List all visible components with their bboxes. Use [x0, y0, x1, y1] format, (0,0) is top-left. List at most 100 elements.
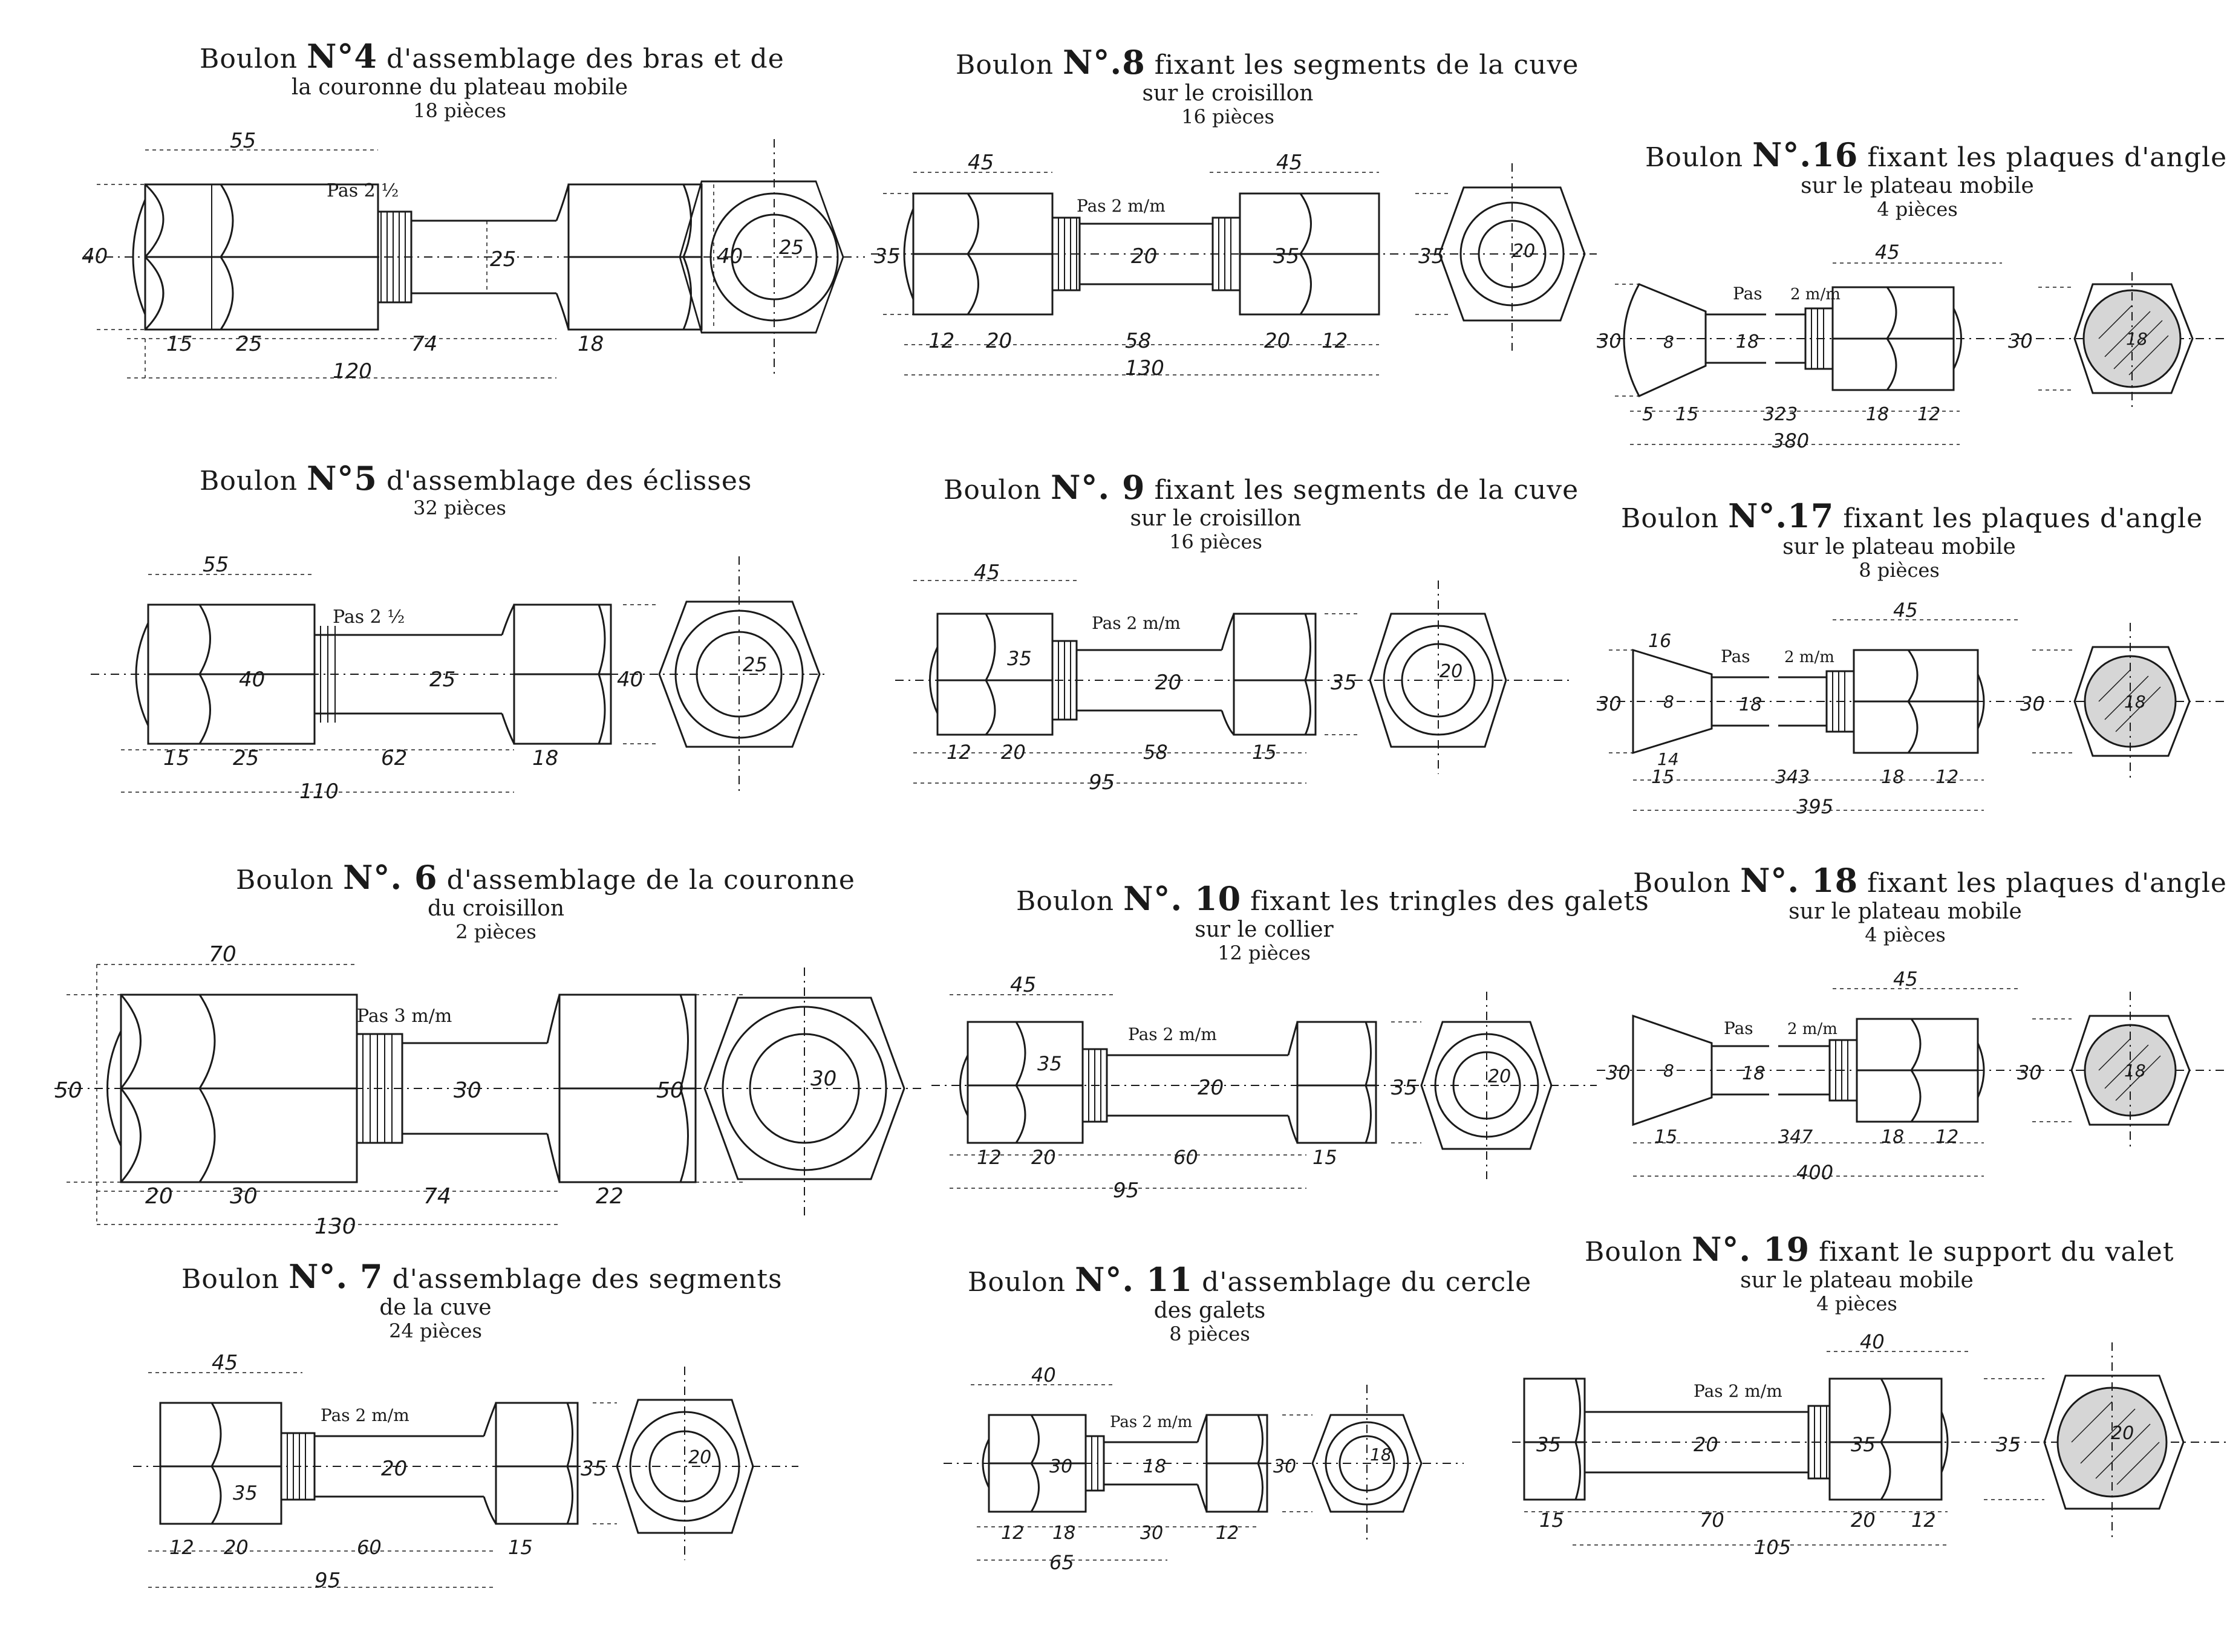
bolt-18-nut-length: 45 — [1893, 967, 1918, 990]
bolt-label: Boulon — [236, 865, 334, 896]
bolt-5-total: 110 — [299, 779, 339, 804]
bolt-4-shank: 74 — [411, 332, 437, 356]
bolt-16-dim-c: 323 — [1763, 404, 1798, 425]
bolt-description: d'assemblage du cercle — [1202, 1267, 1532, 1298]
bolt-6-head-height: 50 — [656, 1078, 684, 1103]
bolt-description: d'assemblage de la couronne — [446, 865, 855, 896]
bolt-label: Boulon — [944, 475, 1042, 506]
bolt-count: 16 pièces — [1181, 105, 1274, 129]
bolt-7-head-height: 35 — [581, 1457, 607, 1481]
bolt-8-title: Boulon N°.8 fixant les segments de la cu… — [956, 44, 1578, 129]
bolt-8-head-length: 45 — [968, 151, 994, 175]
bolt-label: Boulon — [1621, 503, 1720, 534]
bolt-10-head-height: 35 — [1391, 1076, 1417, 1100]
bolt-16-nut-height: 30 — [2008, 330, 2033, 353]
bolt-5-thread-dia: 25 — [429, 668, 455, 692]
bolt-label: Boulon — [1016, 886, 1115, 917]
bolt-number: N°. 19 — [1692, 1230, 1810, 1269]
bolt-11-total: 65 — [1049, 1551, 1074, 1574]
bolt-16-dim-d: 18 — [1866, 404, 1889, 425]
bolt-8-nut-r2: 12 — [1322, 329, 1348, 353]
bolt-5-nut-body: 25 — [233, 746, 259, 770]
bolt-9-outer-dia: 35 — [1007, 647, 1032, 670]
bolt-19-title: Boulon N°. 19 fixant le support du valet… — [1585, 1230, 2173, 1315]
bolt-count: 24 pièces — [389, 1319, 482, 1343]
bolt-number: N°. 18 — [1740, 861, 1859, 900]
bolt-description: d'assemblage des bras et de — [386, 44, 784, 74]
bolt-17-pitch: Pas — [1721, 646, 1750, 666]
bolt-18-pitch: Pas — [1724, 1018, 1753, 1038]
bolt-7-outer-dia: 35 — [233, 1481, 258, 1504]
bolt-8-head-length-r: 45 — [1276, 151, 1302, 175]
bolt-11-head-thickness: 12 — [1216, 1523, 1239, 1544]
bolt-6-shank: 74 — [423, 1184, 451, 1209]
bolt-16-drawing: 45 Pas 2 m/m 30 8 18 30 5 15 323 18 12 3… — [1597, 241, 2226, 452]
bolt-5-title: Boulon N°5 d'assemblage des éclisses 32 … — [200, 460, 751, 519]
bolt-17-dim-c: 343 — [1775, 767, 1810, 788]
bolt-5-head-length: 55 — [203, 553, 229, 577]
bolt-10-head-length: 45 — [1010, 973, 1036, 997]
bolt-description-2: des galets — [1153, 1298, 1266, 1324]
bolt-8-hex-dia: 20 — [1512, 241, 1535, 262]
bolt-9-head-length: 45 — [974, 561, 1000, 585]
bolt-7-nut-thread: 12 — [169, 1536, 194, 1559]
bolt-9-total: 95 — [1089, 770, 1115, 795]
bolt-7-thread-dia: 20 — [381, 1457, 407, 1481]
bolt-5-shank: 62 — [381, 746, 407, 770]
bolt-17-nut-height: 30 — [2020, 692, 2045, 715]
bolt-6-hex-dia: 30 — [810, 1067, 836, 1091]
bolt-10-head-thickness: 15 — [1312, 1146, 1337, 1169]
bolt-5-pitch: Pas 2 ½ — [333, 606, 405, 628]
bolt-17-dim-a: 14 — [1657, 749, 1679, 769]
bolt-6-total: 130 — [315, 1214, 356, 1239]
bolt-16-dim-b: 15 — [1675, 404, 1698, 425]
bolt-10-pitch: Pas 2 m/m — [1128, 1024, 1217, 1044]
bolt-count: 12 pièces — [1218, 941, 1311, 965]
bolt-4-head-length: 55 — [230, 129, 256, 153]
bolt-description-2: sur le plateau mobile — [1782, 535, 2016, 560]
bolt-4-title: Boulon N°4 d'assemblage des bras et de l… — [200, 37, 784, 123]
bolt-9-nut-body: 20 — [1001, 741, 1026, 764]
bolt-5-drawing: 55 Pas 2 ½ 40 25 40 15 25 62 18 110 25 — [91, 553, 829, 804]
bolt-4-hex-dia: 25 — [779, 236, 804, 259]
bolt-16-dim-a: 5 — [1642, 404, 1654, 425]
bolt-16-square: 8 — [1663, 332, 1674, 352]
bolt-label: Boulon — [200, 44, 298, 74]
bolt-19-head-height: 35 — [1536, 1433, 1561, 1456]
bolt-6-nut-thread: 20 — [145, 1184, 173, 1209]
bolt-count: 4 pièces — [1865, 923, 1946, 947]
bolt-4-nut-body: 25 — [236, 332, 262, 356]
bolt-19-head-length: 40 — [1860, 1330, 1885, 1353]
bolt-9-head-height: 35 — [1331, 671, 1357, 695]
bolt-count: 2 pièces — [455, 920, 536, 944]
bolt-11-outer-dia: 30 — [1049, 1456, 1072, 1477]
bolt-19-pitch: Pas 2 m/m — [1694, 1381, 1782, 1401]
bolt-17-hex-dia: 18 — [2124, 692, 2146, 712]
bolt-8-nut-r1: 20 — [1264, 329, 1290, 353]
bolt-16-cone-dia: 30 — [1597, 330, 1622, 353]
bolt-19-hex-dia: 20 — [2111, 1423, 2134, 1444]
bolt-16-hex-dia: 18 — [2126, 329, 2148, 349]
bolt-description-2: sur le croisillon — [1142, 81, 1314, 106]
bolt-description: fixant les segments de la cuve — [1154, 50, 1579, 80]
bolt-6-outer-dia: 50 — [54, 1078, 82, 1103]
bolt-description-2: sur le plateau mobile — [1788, 899, 2022, 925]
bolt-17-drawing: 45 16 Pas 2 m/m 30 8 18 30 14 15 343 18 … — [1597, 599, 2226, 818]
bolt-count: 8 pièces — [1169, 1322, 1250, 1346]
bolt-18-cone-dia: 30 — [1606, 1061, 1631, 1084]
bolt-label: Boulon — [181, 1264, 280, 1295]
bolt-4-pitch: Pas 2 ½ — [327, 180, 399, 201]
bolt-17-dim-e: 12 — [1935, 767, 1958, 788]
bolt-9-nut-thread: 12 — [947, 741, 971, 764]
bolt-label: Boulon — [1585, 1237, 1683, 1267]
bolt-10-nut-body: 20 — [1031, 1146, 1056, 1169]
bolt-label: Boulon — [968, 1267, 1066, 1298]
bolt-count: 18 pièces — [413, 99, 506, 123]
bolt-5-outer-dia: 40 — [239, 668, 265, 692]
bolt-label: Boulon — [956, 50, 1054, 80]
bolt-number: N°. 10 — [1123, 879, 1242, 918]
bolt-9-head-thickness: 15 — [1252, 741, 1277, 764]
bolt-8-thread-dia: 20 — [1131, 244, 1157, 268]
bolt-number: N°4 — [307, 37, 377, 76]
bolt-18-shank-dia: 18 — [1742, 1063, 1765, 1084]
